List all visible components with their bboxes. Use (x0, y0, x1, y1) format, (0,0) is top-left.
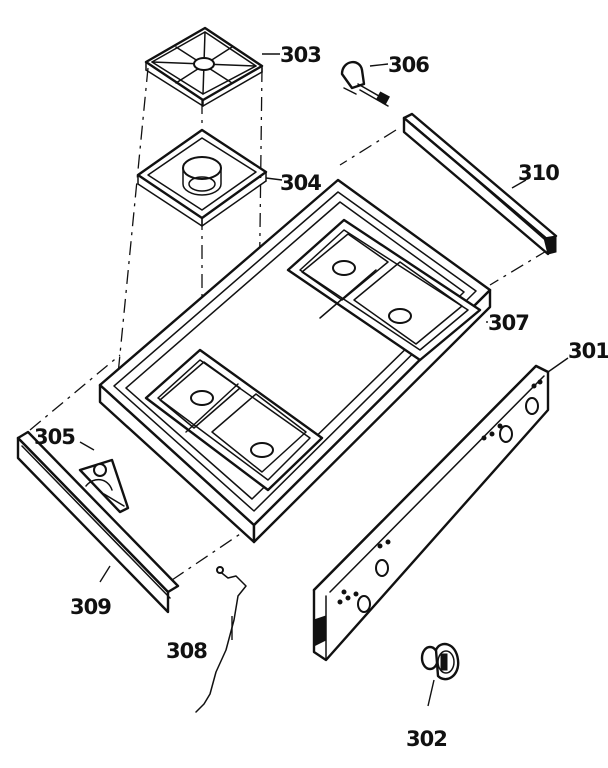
burner-grate-303 (144, 26, 264, 107)
side-trim-309 (16, 430, 180, 614)
callout-308: 308 (166, 639, 207, 663)
leader-lines (79, 53, 569, 707)
callout-309: 309 (70, 595, 111, 619)
callout-305: 305 (34, 425, 75, 449)
callout-303: 303 (280, 43, 321, 67)
callout-307: 307 (488, 311, 529, 335)
control-panel-301 (312, 364, 550, 662)
callout-310: 310 (518, 161, 559, 185)
callout-302: 302 (406, 727, 447, 751)
callout-labels: 303 306 304 310 307 301 305 309 308 302 (34, 43, 608, 751)
callout-304: 304 (280, 171, 321, 195)
burner-bowl-304 (136, 128, 268, 227)
cooktop-body-307 (98, 178, 492, 544)
wire-308 (195, 566, 247, 713)
mounting-bracket-305 (78, 458, 130, 514)
rear-trim-310 (402, 112, 558, 256)
valve-306 (340, 61, 390, 107)
callout-306: 306 (388, 53, 429, 77)
callout-301: 301 (568, 339, 608, 363)
knob-302 (420, 642, 460, 681)
